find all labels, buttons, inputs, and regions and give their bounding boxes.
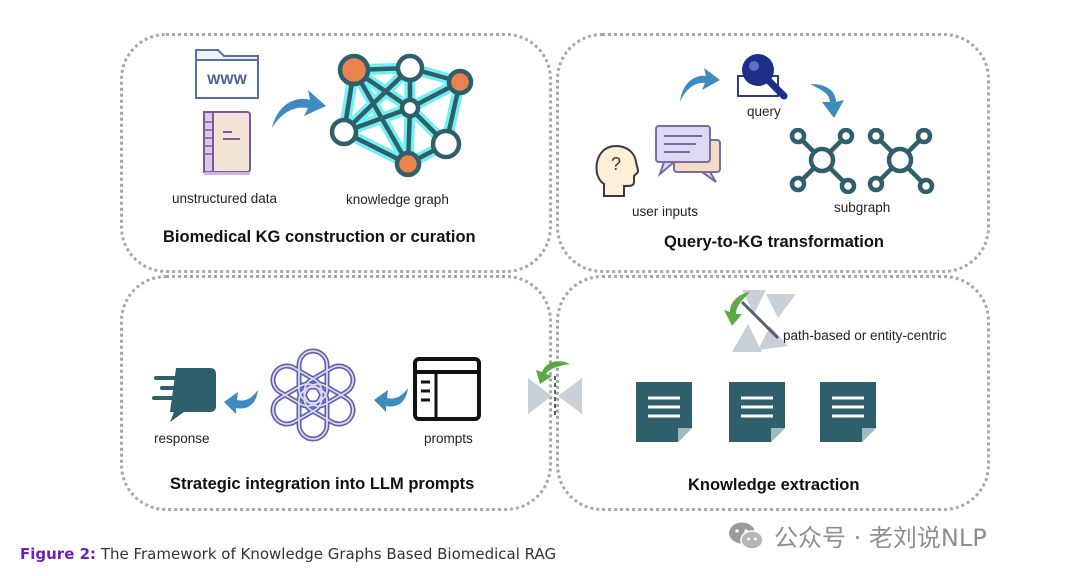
panel-llm-integration bbox=[120, 275, 552, 511]
thinking-head-icon: ? bbox=[595, 145, 640, 197]
knowledge-graph-icon bbox=[329, 53, 474, 178]
magnifier-icon bbox=[737, 54, 788, 100]
document-icon-3 bbox=[820, 382, 876, 442]
curved-arrow-up-icon bbox=[680, 68, 720, 102]
curved-arrow-icon bbox=[272, 90, 326, 128]
title-llm-integration: Strategic integration into LLM prompts bbox=[170, 475, 475, 493]
panel-knowledge-extraction bbox=[556, 275, 990, 511]
title-kg-construction: Biomedical KG construction or curation bbox=[163, 228, 476, 246]
svg-text:?: ? bbox=[611, 154, 621, 174]
panel-query-transformation bbox=[556, 33, 990, 273]
response-speech-icon bbox=[152, 368, 216, 422]
panel-kg-construction bbox=[120, 33, 552, 273]
document-icon-2 bbox=[729, 382, 785, 442]
label-prompts: prompts bbox=[424, 431, 473, 446]
chat-bubbles-icon bbox=[655, 125, 721, 183]
figure-number: Figure 2: bbox=[20, 545, 97, 563]
wechat-icon bbox=[729, 522, 764, 550]
curved-arrow-down-icon bbox=[810, 84, 844, 118]
label-unstructured-data: unstructured data bbox=[172, 191, 278, 206]
label-response: response bbox=[154, 431, 210, 446]
label-knowledge-graph: knowledge graph bbox=[346, 192, 449, 207]
hourglass-arrow-icon-2 bbox=[724, 290, 796, 352]
svg-text:WWW: WWW bbox=[207, 71, 247, 87]
subgraph-icon bbox=[789, 128, 935, 194]
openai-logo-icon bbox=[270, 348, 356, 442]
hourglass-arrow-icon bbox=[528, 361, 582, 416]
book-icon bbox=[203, 111, 251, 175]
label-path-based: path-based or entity-centric bbox=[783, 328, 947, 343]
label-query: query bbox=[747, 104, 781, 119]
figure-caption: Figure 2: The Framework of Knowledge Gra… bbox=[20, 545, 556, 563]
watermark: 公众号 · 老刘说NLP bbox=[728, 518, 987, 553]
label-subgraph: subgraph bbox=[834, 200, 891, 215]
label-user-inputs: user inputs bbox=[632, 204, 699, 219]
title-query-transformation: Query-to-KG transformation bbox=[664, 233, 885, 251]
document-icon bbox=[636, 382, 692, 442]
curved-arrow-left-icon bbox=[224, 390, 258, 414]
title-knowledge-extraction: Knowledge extraction bbox=[688, 476, 860, 494]
www-folder-icon: WWW bbox=[195, 49, 259, 99]
prompt-window-icon bbox=[413, 357, 481, 421]
curved-arrow-left-icon-2 bbox=[374, 388, 408, 412]
caption-text: The Framework of Knowledge Graphs Based … bbox=[96, 545, 557, 563]
watermark-text: 公众号 · 老刘说NLP bbox=[774, 524, 987, 552]
